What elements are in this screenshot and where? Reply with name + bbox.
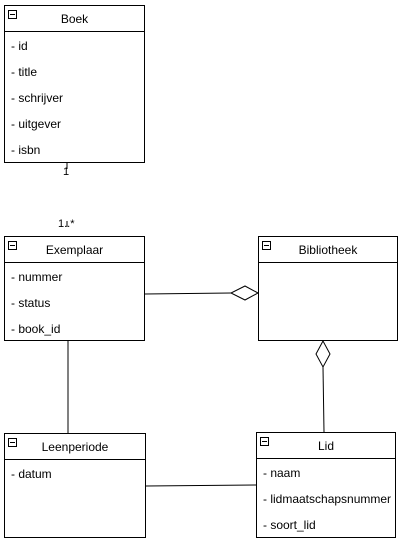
leenperiode-lid-association [145,484,257,487]
attribute: - lidmaatschapsnummer [263,492,392,506]
aggregation-diamond-bibliotheek-bottom [315,339,331,369]
class-name: Lid [317,439,334,453]
class-exemplaar-header: Exemplaar [5,237,144,263]
class-leenperiode[interactable]: Leenperiode - datum [4,433,146,538]
exemplaar-bibliotheek-aggregation [144,292,232,295]
attribute: - datum [11,467,52,481]
collapse-icon[interactable] [8,241,17,250]
attribute: - status [11,296,51,310]
collapse-icon[interactable] [262,241,271,250]
class-lid[interactable]: Lid - naam - lidmaatschapsnummer - soort… [256,432,396,538]
class-lid-header: Lid [257,433,395,459]
multiplicity-exemplaar: 1..* [58,218,75,230]
attribute: - nummer [11,270,63,284]
lid-bibliotheek-aggregation [322,366,325,433]
class-name: Boek [60,12,89,26]
attribute: - soort_lid [263,518,316,532]
class-bibliotheek-header: Bibliotheek [259,237,397,263]
class-exemplaar[interactable]: Exemplaar - nummer - status - book_id [4,236,145,341]
attribute: - book_id [11,322,61,336]
multiplicity-boek: 1 [63,166,70,178]
attribute: - title [11,65,38,79]
attribute: - naam [263,466,301,480]
attribute: - id [11,39,28,53]
class-bibliotheek[interactable]: Bibliotheek [258,236,398,341]
class-name: Exemplaar [45,243,104,257]
class-boek-header: Boek [5,6,144,32]
collapse-icon[interactable] [8,10,17,19]
attribute: - isbn [11,143,41,157]
collapse-icon[interactable] [8,438,17,447]
class-leenperiode-header: Leenperiode [5,434,145,460]
attribute: - uitgever [11,117,62,131]
class-name: Bibliotheek [298,243,358,257]
class-name: Leenperiode [41,440,109,454]
aggregation-diamond-bibliotheek-left [229,285,260,301]
collapse-icon[interactable] [260,437,269,446]
attribute: - schrijver [11,91,64,105]
class-boek[interactable]: Boek - id - title - schrijver - uitgever… [4,5,145,163]
